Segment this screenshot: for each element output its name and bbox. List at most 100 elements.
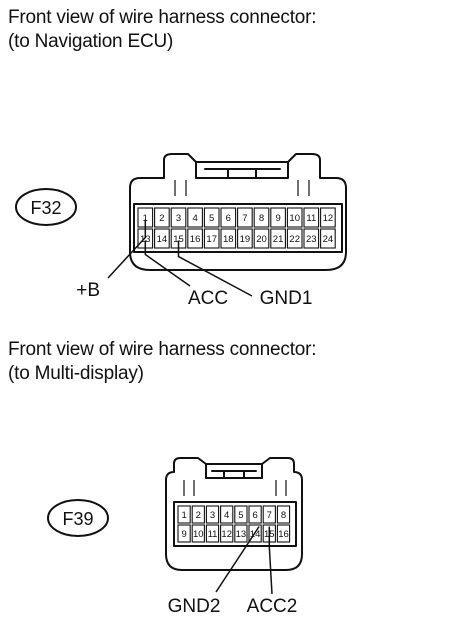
pin-cell	[253, 228, 270, 249]
pin-cell	[320, 207, 336, 228]
pin-cell	[234, 505, 248, 524]
pin-number: 13	[140, 234, 151, 245]
pin-number: 4	[192, 213, 197, 224]
connector-id-oval	[15, 188, 77, 226]
pin-number: 21	[273, 234, 284, 245]
pin-number: 17	[206, 234, 217, 245]
pin-cell	[286, 228, 303, 249]
callout-line	[177, 240, 253, 297]
pin-number: 16	[190, 234, 201, 245]
pin-number: 19	[240, 234, 251, 245]
pin-number: 10	[289, 213, 300, 224]
connector-housing	[129, 153, 347, 271]
callout-label: GND2	[168, 596, 221, 617]
connector-guide	[174, 180, 310, 196]
caption-multi-display: Front view of wire harness connector: (t…	[8, 338, 317, 386]
connector-id: F32	[30, 198, 61, 218]
pin-number: 1	[181, 510, 186, 521]
pin-number: 11	[306, 213, 316, 224]
pin-cell	[154, 228, 170, 249]
caption-line-1: Front view of wire harness connector:	[8, 7, 317, 28]
callouts: GND2 ACC2	[168, 526, 298, 617]
connector-housing	[165, 457, 303, 571]
pin-cell	[187, 228, 203, 249]
callout-label: ACC	[188, 288, 228, 309]
callout-line	[268, 526, 273, 595]
pin-cell	[286, 207, 303, 228]
pin-cell	[320, 228, 336, 249]
pin-number: 9	[181, 529, 186, 540]
pin-cell	[205, 524, 220, 543]
pin-cell	[191, 524, 205, 543]
pin-number: 15	[173, 234, 184, 245]
pin-number: 4	[224, 510, 229, 521]
callout-line	[215, 526, 260, 593]
callout-line	[144, 240, 191, 287]
pin-number: 16	[278, 529, 289, 540]
pin-number: 5	[238, 510, 243, 521]
caption-line-1: Front view of wire harness connector:	[8, 339, 317, 360]
pin-cell	[276, 505, 291, 524]
connector-latch	[205, 463, 263, 479]
connector-id-oval	[47, 499, 109, 537]
caption-navigation-ecu: Front view of wire harness connector: (t…	[8, 6, 317, 54]
callout-label: ACC2	[247, 596, 298, 617]
pin-cell	[187, 207, 203, 228]
pin-number: 11	[208, 529, 218, 540]
pin-cell	[237, 228, 253, 249]
pin-number: 10	[193, 529, 204, 540]
pin-number: 7	[267, 510, 272, 521]
pin-cell	[170, 207, 187, 228]
connector-guide	[183, 480, 287, 496]
pin-block	[173, 501, 297, 547]
callout-line	[107, 219, 147, 279]
pin-cell	[234, 524, 248, 543]
pin-number: 12	[323, 213, 334, 224]
pin-cell	[303, 228, 320, 249]
pin-number: 24	[323, 234, 334, 245]
pin-cell	[154, 207, 170, 228]
pin-number: 14	[250, 529, 261, 540]
pin-cell	[203, 228, 220, 249]
pin-cell	[270, 207, 286, 228]
callout-label: GND1	[260, 288, 313, 309]
pin-block	[133, 203, 343, 253]
pin-cell	[248, 524, 262, 543]
connector-id: F39	[62, 509, 93, 529]
pin-cell	[262, 505, 276, 524]
pin-number: 22	[289, 234, 300, 245]
pin-number: 6	[252, 510, 257, 521]
pin-cell	[253, 207, 270, 228]
pin-cell	[276, 524, 291, 543]
pin-number: 14	[157, 234, 168, 245]
pin-number: 12	[221, 529, 232, 540]
pin-number: 2	[159, 213, 164, 224]
pin-number: 2	[196, 510, 201, 521]
pin-number: 7	[242, 213, 247, 224]
pin-number: 9	[275, 213, 280, 224]
pin-cell	[220, 228, 237, 249]
pin-cell	[248, 505, 262, 524]
pin-cell	[303, 207, 320, 228]
connector-latch	[195, 161, 289, 179]
pin-cell	[203, 207, 220, 228]
caption-line-2: (to Multi-display)	[8, 363, 144, 384]
pin-number: 3	[210, 510, 215, 521]
pin-number: 13	[236, 529, 247, 540]
pin-cell	[205, 505, 220, 524]
pin-cell	[220, 505, 234, 524]
caption-line-2: (to Navigation ECU)	[8, 31, 174, 52]
pin-number: 3	[176, 213, 181, 224]
pin-number: 18	[223, 234, 234, 245]
pin-number: 8	[259, 213, 264, 224]
pin-number: 23	[306, 234, 317, 245]
pin-cell	[177, 505, 191, 524]
pin-number: 5	[209, 213, 214, 224]
pin-cell	[220, 524, 234, 543]
pin-cell	[191, 505, 205, 524]
